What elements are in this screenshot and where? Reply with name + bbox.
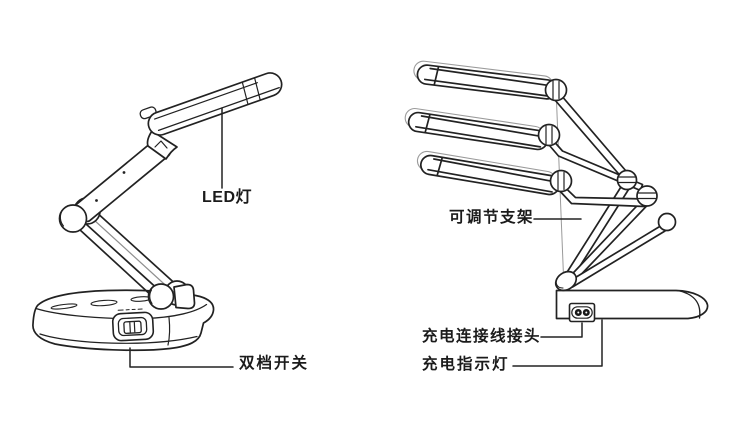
- head-bracket: [146, 130, 178, 160]
- head-hinge-screws: [537, 78, 573, 193]
- mid-pivot-screws: [616, 169, 677, 232]
- connector-leader-line: [540, 322, 583, 338]
- switch-markings: [117, 308, 143, 311]
- charging-port-drawing: [568, 302, 596, 323]
- label-adjustable-bracket: 可调节支架: [449, 209, 535, 226]
- power-switch-drawing: [111, 308, 155, 342]
- indicator-leader-line: [512, 319, 603, 367]
- switch-leader-line: [129, 347, 234, 368]
- label-charging-indicator-light: 充电指示灯: [422, 356, 510, 373]
- label-charging-cable-connector: 充电连接线接头: [422, 328, 542, 345]
- led-head: [139, 72, 283, 136]
- lower-beam-linkage: [563, 183, 666, 288]
- base-hinge: [147, 280, 196, 310]
- label-led-lamp: LED灯: [202, 189, 253, 206]
- lower-arm: [78, 214, 176, 298]
- head-position-1: [411, 59, 559, 101]
- elbow-hinge-cap: [58, 204, 88, 233]
- folded-base: [555, 289, 709, 323]
- lamp-extended-view: [32, 72, 283, 368]
- head-position-2: [402, 106, 551, 152]
- head-position-3: [414, 149, 563, 197]
- label-dual-mode-switch: 双档开关: [239, 355, 310, 372]
- folded-base-hinge: [554, 270, 578, 292]
- lamp-folding-view: [402, 59, 709, 367]
